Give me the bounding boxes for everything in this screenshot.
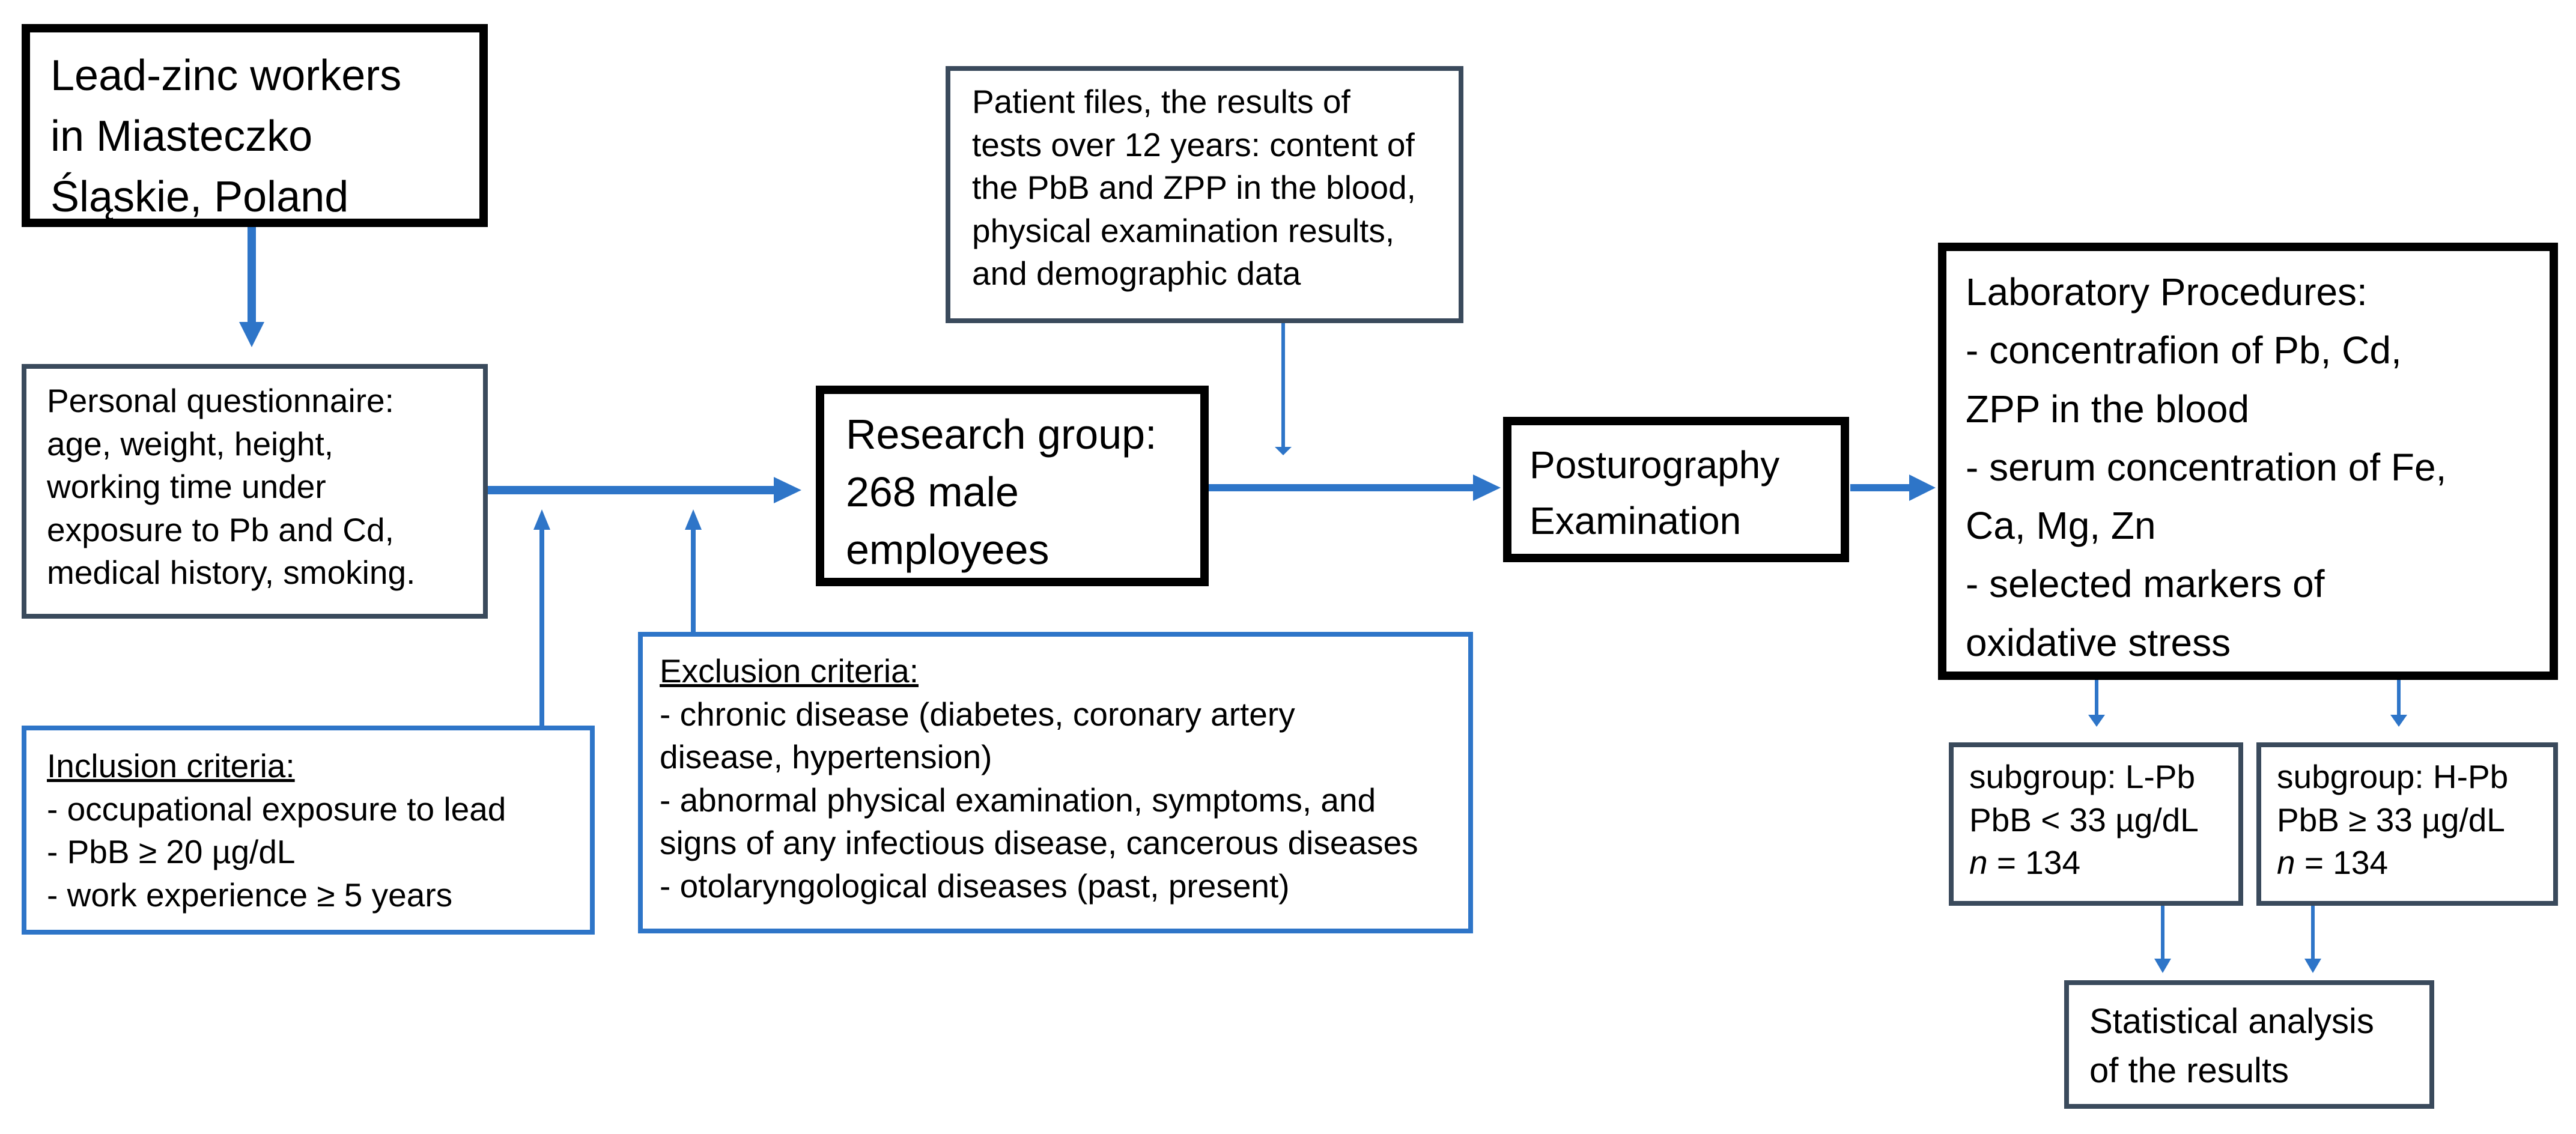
lead-workers-line-3: Śląskie, Poland	[50, 172, 349, 221]
arrow-inclusion-up	[539, 529, 544, 728]
subgroup-l-pb-criterion: PbB < 33 µg/dL	[1969, 801, 2199, 838]
subgroup-l-pb-count: n = 134	[1969, 841, 2238, 885]
research-group-box: Research group: 268 male employees	[816, 386, 1209, 586]
arrowhead-workers-to-questionnaire	[239, 322, 264, 347]
subgroup-h-pb-n-label: n	[2277, 844, 2295, 881]
arrow-subgroup-l-to-stats	[2161, 905, 2164, 960]
arrowhead-questionnaire-to-research	[774, 477, 801, 503]
lab-procedures-box: Laboratory Procedures: - concentrafion o…	[1938, 243, 2558, 680]
exclusion-criteria-item-1: - chronic disease (diabetes, coronary ar…	[660, 695, 1295, 733]
exclusion-criteria-item-2: disease, hypertension)	[660, 738, 992, 775]
subgroup-l-pb-title: subgroup: L-Pb	[1969, 758, 2196, 795]
inclusion-criteria-title: Inclusion criteria:	[47, 747, 295, 784]
subgroup-l-pb-n-label: n	[1969, 844, 1988, 881]
subgroup-l-pb-box: subgroup: L-Pb PbB < 33 µg/dL n = 134	[1949, 742, 2243, 906]
lab-procedures-title: Laboratory Procedures:	[1966, 270, 2368, 314]
inclusion-criteria-item-2: - PbB ≥ 20 µg/dL	[47, 833, 296, 870]
arrow-research-to-posturography	[1209, 484, 1474, 491]
patient-files-line-3: the PbB and ZPP in the blood,	[972, 169, 1416, 206]
patient-files-line-5: and demographic data	[972, 255, 1301, 292]
lab-procedures-line-6: oxidative stress	[1966, 620, 2231, 664]
exclusion-criteria-title: Exclusion criteria:	[660, 652, 919, 690]
research-group-line-1: Research group:	[846, 411, 1157, 458]
arrow-workers-to-questionnaire	[248, 227, 256, 323]
exclusion-criteria-item-5: - otolaryngological diseases (past, pres…	[660, 867, 1290, 905]
arrowhead-lab-to-subgroup-h	[2390, 715, 2407, 727]
patient-files-line-1: Patient files, the results of	[972, 83, 1350, 120]
questionnaire-line-4: exposure to Pb and Cd,	[47, 511, 394, 548]
arrowhead-inclusion-up	[533, 509, 550, 530]
research-group-line-2: 268 male	[846, 468, 1019, 515]
arrow-lab-to-subgroup-h	[2397, 678, 2401, 716]
questionnaire-line-3: working time under	[47, 468, 326, 505]
arrow-posturography-to-lab	[1850, 484, 1910, 491]
questionnaire-line-1: Personal questionnaire:	[47, 382, 394, 419]
subgroup-h-pb-n-value: = 134	[2295, 844, 2389, 881]
arrowhead-research-to-posturography	[1473, 475, 1501, 501]
posturography-line-2: Examination	[1530, 499, 1742, 542]
inclusion-criteria-item-1: - occupational exposure to lead	[47, 790, 506, 828]
inclusion-criteria-box: Inclusion criteria: - occupational expos…	[22, 726, 595, 935]
arrow-subgroup-h-to-stats	[2311, 905, 2315, 960]
statistical-analysis-line-2: of the results	[2089, 1051, 2289, 1091]
inclusion-criteria-item-3: - work experience ≥ 5 years	[47, 876, 453, 914]
arrowhead-patientfiles-down	[1275, 447, 1292, 455]
lead-workers-box: Lead-zinc workers in Miasteczko Śląskie,…	[22, 24, 488, 227]
questionnaire-line-2: age, weight, height,	[47, 425, 334, 462]
questionnaire-box: Personal questionnaire: age, weight, hei…	[22, 364, 488, 619]
statistical-analysis-line-1: Statistical analysis	[2089, 1002, 2374, 1041]
research-group-line-3: employees	[846, 526, 1050, 573]
arrowhead-posturography-to-lab	[1909, 475, 1936, 501]
arrowhead-subgroup-l-to-stats	[2154, 959, 2171, 973]
questionnaire-line-5: medical history, smoking.	[47, 554, 416, 591]
exclusion-criteria-item-3: - abnormal physical examination, symptom…	[660, 781, 1376, 819]
arrowhead-subgroup-h-to-stats	[2304, 959, 2321, 973]
arrowhead-exclusion-up	[685, 509, 702, 530]
arrow-lab-to-subgroup-l	[2095, 678, 2098, 716]
subgroup-h-pb-box: subgroup: H-Pb PbB ≥ 33 µg/dL n = 134	[2256, 742, 2558, 906]
subgroup-l-pb-n-value: = 134	[1987, 844, 2081, 881]
patient-files-line-2: tests over 12 years: content of	[972, 126, 1415, 163]
lab-procedures-line-5: - selected markers of	[1966, 562, 2325, 606]
statistical-analysis-box: Statistical analysis of the results	[2064, 980, 2434, 1109]
lab-procedures-line-4: Ca, Mg, Zn	[1966, 504, 2156, 548]
subgroup-h-pb-criterion: PbB ≥ 33 µg/dL	[2277, 801, 2505, 838]
lab-procedures-line-3: - serum concentration of Fe,	[1966, 445, 2447, 489]
arrow-exclusion-up	[691, 529, 696, 633]
patient-files-line-4: physical examination results,	[972, 211, 1395, 249]
posturography-box: Posturography Examination	[1503, 417, 1849, 562]
lead-workers-line-2: in Miasteczko	[50, 112, 313, 160]
exclusion-criteria-box: Exclusion criteria: - chronic disease (d…	[638, 632, 1473, 933]
subgroup-h-pb-count: n = 134	[2277, 841, 2553, 885]
subgroup-h-pb-title: subgroup: H-Pb	[2277, 758, 2509, 795]
posturography-line-1: Posturography	[1530, 443, 1780, 487]
arrow-questionnaire-to-research	[485, 486, 775, 494]
patient-files-box: Patient files, the results of tests over…	[946, 66, 1463, 323]
exclusion-criteria-item-4: signs of any infectious disease, cancero…	[660, 824, 1418, 861]
lead-workers-line-1: Lead-zinc workers	[50, 52, 402, 100]
lab-procedures-line-1: - concentrafion of Pb, Cd,	[1966, 329, 2402, 372]
arrow-patientfiles-down	[1281, 321, 1285, 448]
arrowhead-lab-to-subgroup-l	[2088, 715, 2105, 727]
lab-procedures-line-2: ZPP in the blood	[1966, 387, 2250, 431]
